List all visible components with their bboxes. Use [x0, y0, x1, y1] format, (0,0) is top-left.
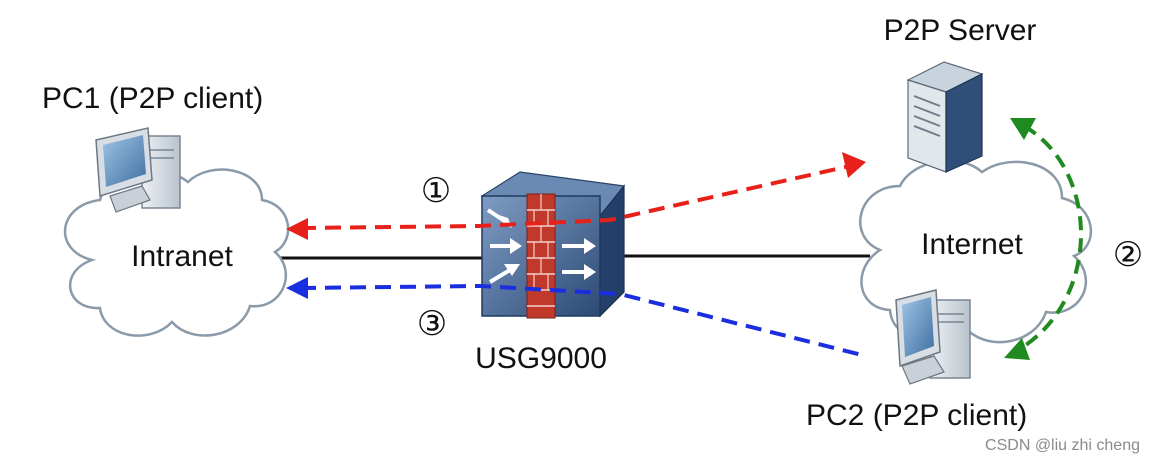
- step-2-path: [1004, 118, 1083, 360]
- firewall-usg9000-icon: [480, 171, 626, 319]
- p2p-server-icon: [906, 61, 984, 173]
- step-3-marker: ③: [417, 305, 447, 343]
- step-3-path: [286, 277, 867, 358]
- watermark: CSDN @liu zhi cheng: [985, 437, 1140, 454]
- pc1-computer-icon: [95, 127, 181, 213]
- intranet-label: Intranet: [131, 240, 233, 273]
- pc2-computer-icon: [895, 289, 971, 385]
- step-1-path: [286, 152, 866, 240]
- pc2-label: PC2 (P2P client): [806, 399, 1027, 432]
- step-2-marker: ②: [1113, 236, 1143, 274]
- firewall-label: USG9000: [475, 342, 607, 375]
- step-1-marker: ①: [421, 172, 451, 210]
- server-label: P2P Server: [884, 14, 1037, 47]
- internet-label: Internet: [921, 228, 1023, 261]
- pc1-label: PC1 (P2P client): [42, 82, 263, 115]
